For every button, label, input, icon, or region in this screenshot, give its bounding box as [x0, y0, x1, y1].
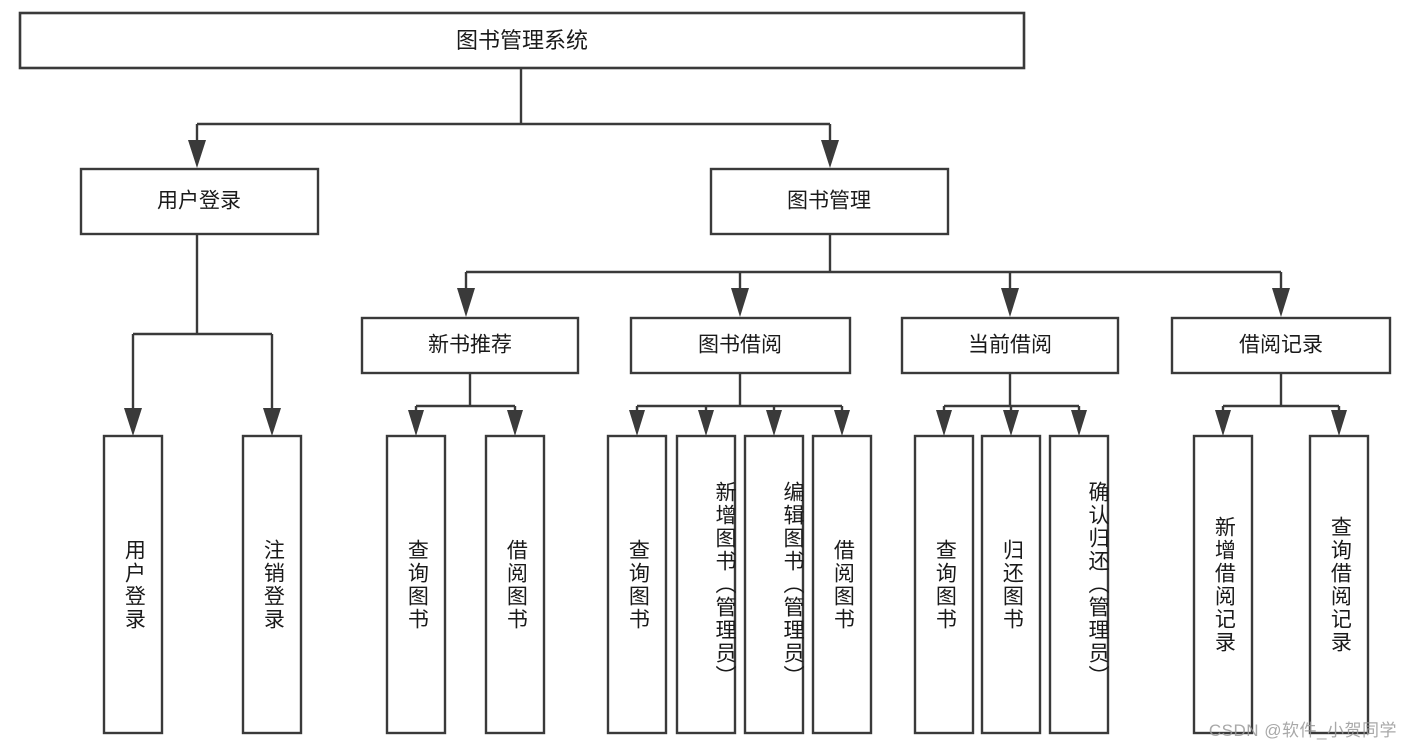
connector-group-current-borrow	[936, 373, 1087, 436]
node-leaf-user-login-box[interactable]	[102, 434, 164, 735]
connector-group-book-borrow	[629, 373, 850, 436]
node-leaf-query-book-1-box[interactable]	[385, 434, 447, 735]
node-root-box[interactable]	[18, 11, 1026, 70]
node-book-borrow-label: 图书借阅	[698, 334, 782, 357]
arrow-head-leaf-borrow-book-2	[834, 410, 850, 436]
node-root[interactable]: 图书管理系统	[18, 11, 1026, 70]
node-current-borrow-label: 当前借阅	[968, 334, 1052, 357]
node-root-label: 图书管理系统	[456, 28, 588, 53]
arrow-head-leaf-user-login	[124, 408, 142, 436]
node-leaf-borrow-book-2-box[interactable]	[811, 434, 873, 735]
connector-group-root	[188, 68, 839, 168]
node-leaf-add-book-box[interactable]	[675, 434, 737, 735]
arrow-head-leaf-logout-login	[263, 408, 281, 436]
arrow-head-book-borrow	[731, 288, 749, 317]
connector-group-new-book-recommend	[408, 373, 523, 436]
arrow-head-borrow-record	[1272, 288, 1290, 317]
node-user-login[interactable]: 用户登录	[79, 167, 320, 236]
arrow-head-leaf-borrow-book-1	[507, 410, 523, 436]
node-current-borrow[interactable]: 当前借阅	[900, 316, 1120, 375]
node-leaf-query-record-box[interactable]	[1308, 434, 1370, 735]
node-user-login-label: 用户登录	[157, 190, 241, 213]
arrow-head-book-management	[821, 140, 839, 168]
node-user-login-box[interactable]	[79, 167, 320, 236]
arrow-head-leaf-edit-book	[766, 410, 782, 436]
arrow-head-user-login	[188, 140, 206, 168]
connector-group-book-management	[457, 234, 1290, 317]
connector-group-borrow-record	[1215, 373, 1347, 436]
arrow-head-leaf-query-book-3	[936, 410, 952, 436]
node-leaf-query-book-2-box[interactable]	[606, 434, 668, 735]
arrow-head-new-book-recommend	[457, 288, 475, 317]
node-borrow-record-label: 借阅记录	[1239, 334, 1323, 357]
node-leaf-borrow-book-1-box[interactable]	[484, 434, 546, 735]
arrow-head-leaf-add-book	[698, 410, 714, 436]
node-leaf-add-record-box[interactable]	[1192, 434, 1254, 735]
node-borrow-record[interactable]: 借阅记录	[1170, 316, 1392, 375]
node-leaf-edit-book-box[interactable]	[743, 434, 805, 735]
node-book-borrow-box[interactable]	[629, 316, 852, 375]
node-current-borrow-box[interactable]	[900, 316, 1120, 375]
node-book-management-label: 图书管理	[787, 190, 871, 213]
node-leaf-query-book-3-box[interactable]	[913, 434, 975, 735]
node-book-management[interactable]: 图书管理	[709, 167, 950, 236]
node-leaf-confirm-return-box[interactable]	[1048, 434, 1110, 735]
arrow-head-current-borrow	[1001, 288, 1019, 317]
arrow-head-leaf-return-book	[1003, 410, 1019, 436]
node-new-book-recommend-label: 新书推荐	[428, 334, 512, 357]
arrow-head-leaf-confirm-return	[1071, 410, 1087, 436]
arrow-head-leaf-add-record	[1215, 410, 1231, 436]
watermark-text: CSDN @软件_小贺同学	[1208, 721, 1397, 740]
arrow-head-leaf-query-book-2	[629, 410, 645, 436]
node-new-book-recommend[interactable]: 新书推荐	[360, 316, 580, 375]
node-borrow-record-box[interactable]	[1170, 316, 1392, 375]
arrow-head-leaf-query-book-1	[408, 410, 424, 436]
node-book-management-box[interactable]	[709, 167, 950, 236]
connector-group-user-login	[124, 234, 281, 436]
node-new-book-recommend-box[interactable]	[360, 316, 580, 375]
leaf-boxes	[102, 434, 1370, 735]
node-leaf-logout-login-box[interactable]	[241, 434, 303, 735]
node-leaf-return-book-box[interactable]	[980, 434, 1042, 735]
node-book-borrow[interactable]: 图书借阅	[629, 316, 852, 375]
arrow-head-leaf-query-record	[1331, 410, 1347, 436]
